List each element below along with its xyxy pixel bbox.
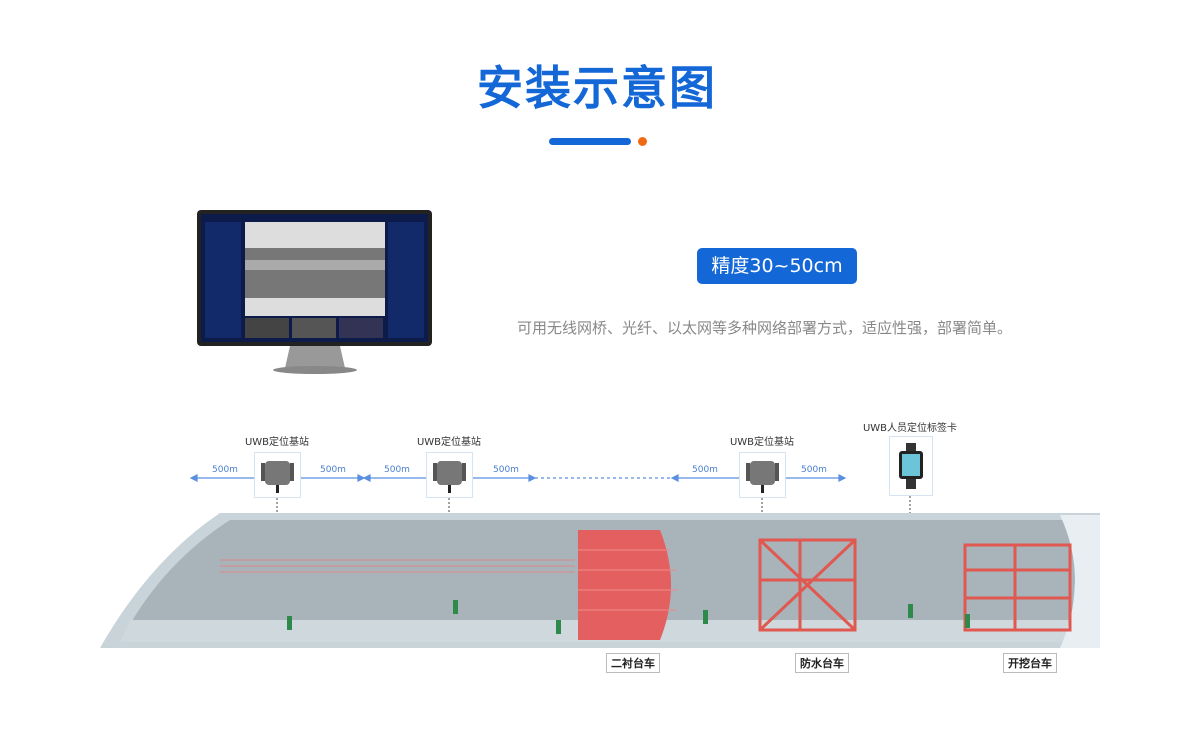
title-underline	[549, 138, 631, 145]
station-label: UWB定位基站	[729, 437, 795, 448]
tag-card-label: UWB人员定位标签卡	[862, 423, 958, 434]
station-label: UWB定位基站	[244, 437, 310, 448]
title-dot	[638, 137, 647, 146]
distance-label: 500m	[801, 465, 827, 475]
distance-label: 500m	[212, 465, 238, 475]
distance-label: 500m	[692, 465, 718, 475]
base-station-icon	[254, 452, 301, 498]
trolley-label: 开挖台车	[1003, 653, 1057, 673]
trolley-label: 防水台车	[795, 653, 849, 673]
tag-card-icon	[889, 436, 933, 496]
description-text: 可用无线网桥、光纤、以太网等多种网络部署方式，适应性强，部署简单。	[517, 319, 1013, 337]
page-title: 安装示意图	[477, 61, 717, 115]
distance-label: 500m	[384, 465, 410, 475]
monitor-illustration	[197, 210, 432, 374]
base-station-icon	[739, 452, 786, 498]
base-station-icon	[426, 452, 473, 498]
trolley-label: 二衬台车	[606, 653, 660, 673]
station-label: UWB定位基站	[416, 437, 482, 448]
distance-label: 500m	[493, 465, 519, 475]
precision-badge: 精度30~50cm	[697, 248, 857, 284]
distance-label: 500m	[320, 465, 346, 475]
